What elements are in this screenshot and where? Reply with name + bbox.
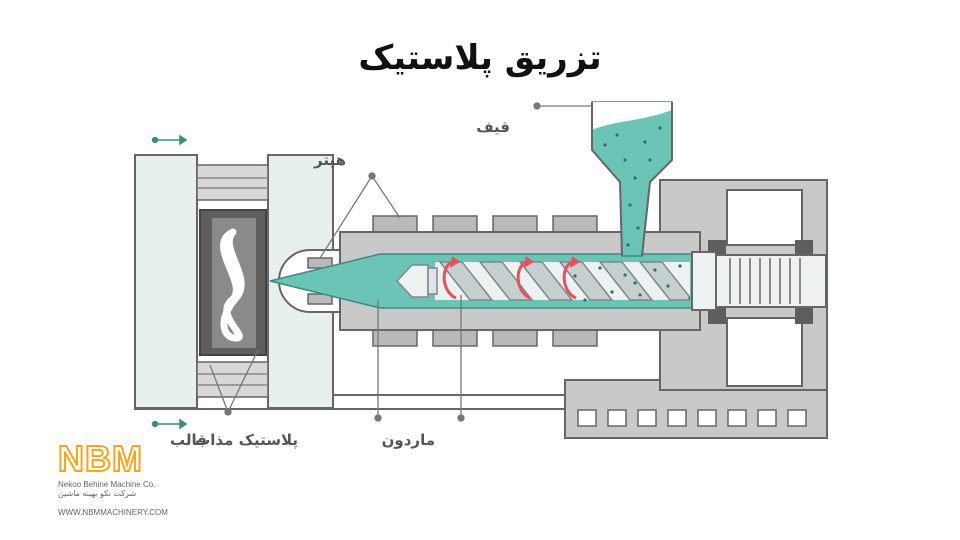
- company-name-fa: شرکت نکو بهینه ماشین: [58, 489, 137, 498]
- screw-label: ماردون: [382, 431, 435, 449]
- mold-label: قالب: [170, 431, 207, 449]
- heater-bands: [307, 215, 598, 347]
- machine-base: [564, 379, 828, 439]
- company-logo: NBM Nekoo Behine Machine Co. شرکت نکو به…: [57, 438, 188, 518]
- logo-mark: NBM: [57, 438, 143, 479]
- screw-tip: [395, 264, 438, 298]
- direction-arrows: [151, 134, 188, 430]
- hopper-label: قیف: [476, 118, 510, 136]
- mold: [199, 209, 267, 356]
- hopper: [591, 101, 673, 257]
- rotation-arrows: [442, 256, 580, 300]
- fixed-platen-left: [134, 154, 198, 409]
- heater-label: هیتر: [313, 151, 346, 169]
- page-title: تزریق پلاستیک: [358, 38, 602, 78]
- molten-plastic-label: پلاستیک مذاب: [195, 431, 298, 450]
- screw: [435, 261, 690, 302]
- tie-bars: [196, 164, 269, 398]
- company-name-en: Nekoo Behine Machine Co.: [58, 480, 156, 489]
- leader-lines: [209, 102, 592, 422]
- company-website: WWW.NBMMACHINERY.COM: [58, 508, 168, 517]
- drive-shaft: [691, 251, 827, 311]
